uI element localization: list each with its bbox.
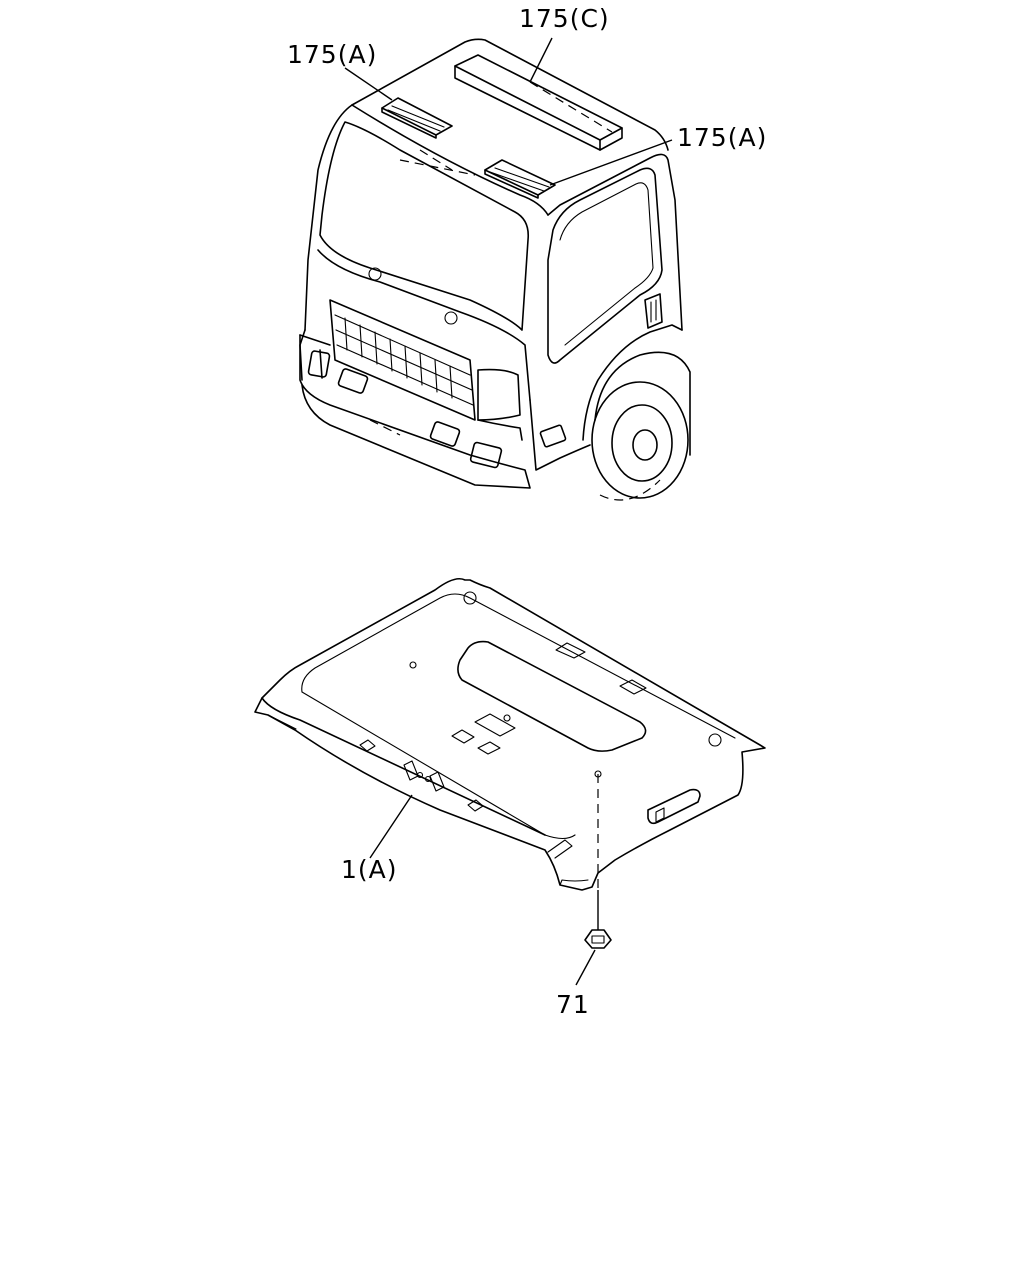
roof-insulator-right bbox=[484, 159, 556, 199]
roof-insulator-left bbox=[381, 97, 453, 139]
roof-insulator-center bbox=[454, 54, 623, 151]
callout-1a: 1(A) bbox=[341, 855, 398, 884]
callout-175c: 175(C) bbox=[519, 4, 610, 33]
retainer-clip bbox=[584, 929, 612, 949]
callout-175a-left: 175(A) bbox=[287, 40, 377, 69]
callout-175a-right: 175(A) bbox=[677, 123, 767, 152]
callout-71: 71 bbox=[556, 990, 590, 1019]
headlining-illustration bbox=[254, 577, 766, 986]
truck-cab-illustration bbox=[299, 37, 691, 501]
